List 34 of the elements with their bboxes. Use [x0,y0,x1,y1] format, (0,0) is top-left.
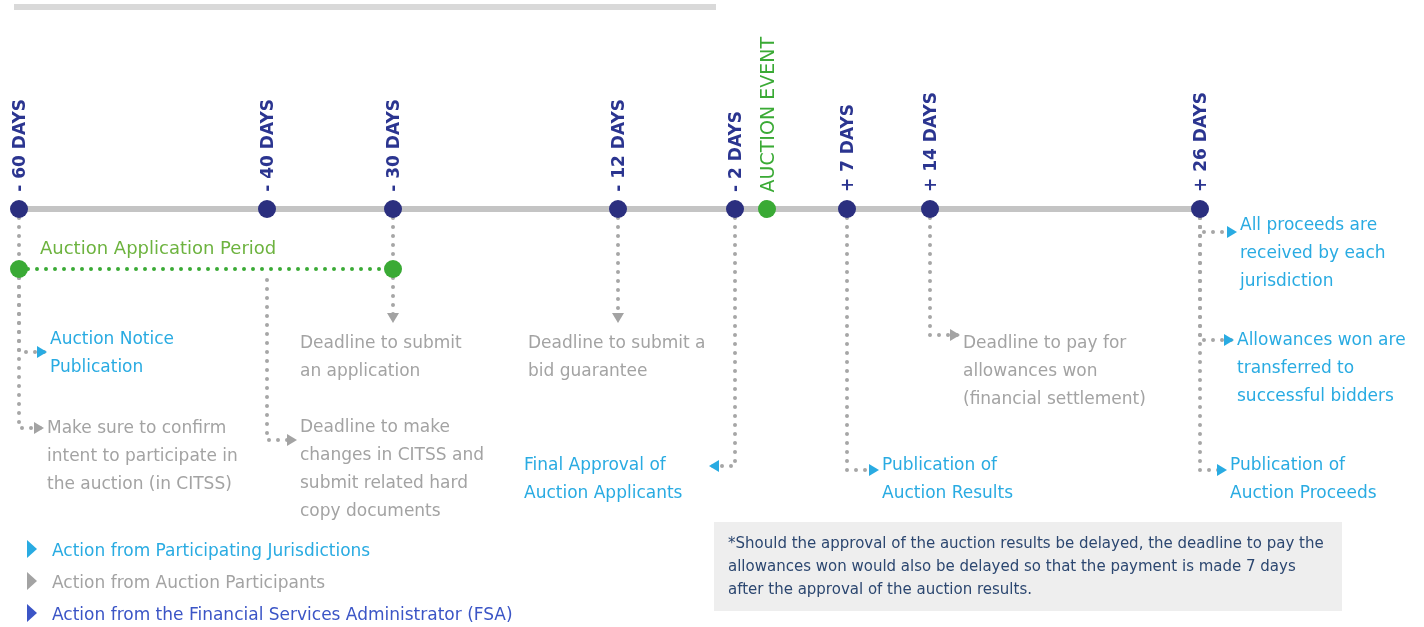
legend-text: Action from the Financial Services Administrator (FSA) [52,603,513,626]
milestone-label: + 26 DAYS [1190,92,1210,192]
leader-line [387,276,399,324]
note-box: *Should the approval of the auction results be delayed, the deadline to pay the allowances won would also be delayed so that the payment is made 7 days after the approval of the auction results. [714,522,1342,611]
event-text: Deadline to submit a bid guarantee [528,328,713,384]
leader-line [265,278,298,446]
leader-line [17,276,45,434]
event-text: Final Approval of Auction Applicants [524,450,716,506]
leader-line [928,216,961,341]
leader-line [845,216,880,476]
leader-line [612,216,624,324]
timeline-dot [10,260,28,278]
milestone-label: + 7 DAYS [837,103,857,192]
event-text: Allowances won are transferred to successful bidders [1237,325,1417,409]
event-text: Publication of Auction Proceeds [1230,450,1402,506]
event-text: Make sure to confirm intent to participate in the auction (in CITSS) [47,413,259,497]
milestone-label: - 40 DAYS [257,99,277,192]
event-text: Deadline to pay for allowances won (financial settlement) [963,328,1168,412]
milestone-label: AUCTION EVENT [756,36,778,192]
milestone-label: - 12 DAYS [608,99,628,192]
event-text: Publication of Auction Results [882,450,1057,506]
timeline-dot [384,260,402,278]
milestone-label: - 30 DAYS [383,99,403,192]
leader-line [708,216,737,472]
event-text: Deadline to submit an application [300,328,485,384]
event-text: All proceeds are received by each jurisdiction [1240,210,1410,294]
event-text: Deadline to make changes in CITSS and submit related hard copy documents [300,412,500,524]
event-text: Auction Notice Publication [50,324,235,380]
legend-text: Action from Participating Jurisdictions [52,539,371,562]
milestone-label: + 14 DAYS [920,92,940,192]
milestone-label: - 2 DAYS [725,111,745,192]
leader-line [1198,216,1228,476]
milestone-label: - 60 DAYS [9,99,29,192]
legend-text: Action from Auction Participants [52,571,326,594]
